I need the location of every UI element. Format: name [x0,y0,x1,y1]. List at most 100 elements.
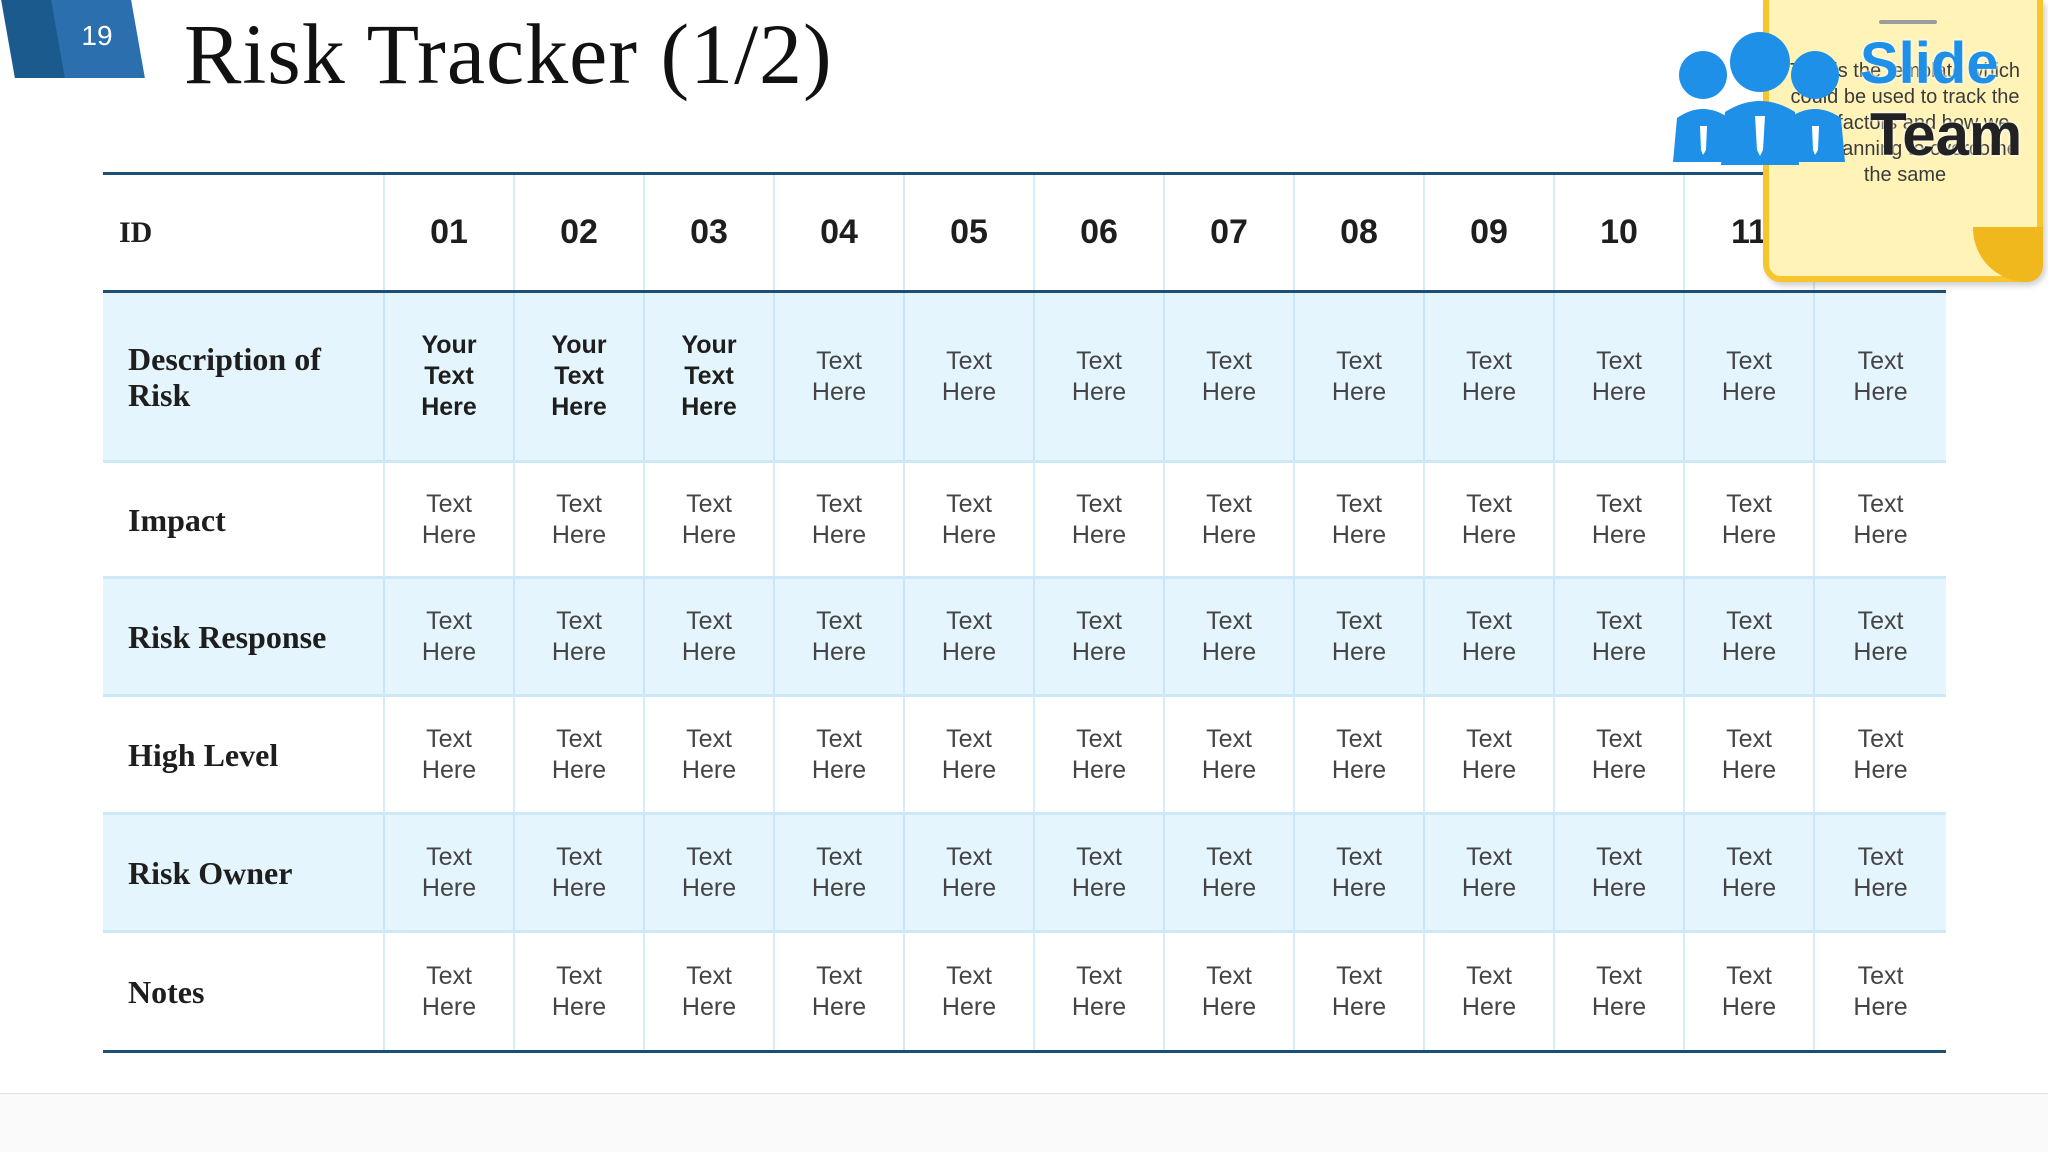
header-col-8: 08 [1293,175,1423,290]
slide-number-tab: 19 [0,0,150,78]
table-cell: Text Here [773,293,903,460]
table-cell: Your Text Here [513,293,643,460]
table-cell: Text Here [1553,697,1683,812]
table-cell: Text Here [773,815,903,930]
table-cell: Text Here [643,815,773,930]
table-header-rule [103,290,1946,293]
table-cell: Text Here [1423,933,1553,1050]
table-cell: Text Here [1553,293,1683,460]
table-cell: Text Here [1683,463,1813,576]
table-cell: Text Here [1423,815,1553,930]
table-cell: Text Here [1423,463,1553,576]
table-cell: Text Here [1813,933,1946,1050]
people-group-icon [1673,32,1845,165]
table-cell: Text Here [643,463,773,576]
row-label: Risk Owner [128,854,293,891]
table-cell: Text Here [1163,697,1293,812]
table-top-rule [103,172,1946,175]
table-cell: Text Here [383,463,513,576]
table-cell: Text Here [513,815,643,930]
row-separator [103,930,1946,933]
table-cell: Text Here [1813,697,1946,812]
logo-word-slide: Slide [1860,31,1999,96]
table-cell: Text Here [773,463,903,576]
slide-number: 19 [81,20,113,51]
row-label: High Level [128,736,279,773]
table-cell: Text Here [1163,293,1293,460]
table-cell: Text Here [1813,293,1946,460]
table-cell: Your Text Here [383,293,513,460]
table-cell: Text Here [1293,579,1423,694]
table-cell: Text Here [1813,579,1946,694]
table-cell: Text Here [1033,463,1163,576]
header-col-6: 06 [1033,175,1163,290]
table-cell: Text Here [383,579,513,694]
table-cell: Text Here [1423,293,1553,460]
table-cell: Text Here [773,933,903,1050]
table-cell: Text Here [773,697,903,812]
table-cell: Text Here [1553,463,1683,576]
table-cell: Text Here [643,579,773,694]
table-cell: Text Here [1033,933,1163,1050]
table-cell: Text Here [383,815,513,930]
table-cell: Text Here [903,815,1033,930]
table-cell: Text Here [1683,933,1813,1050]
header-col-5: 05 [903,175,1033,290]
table-cell: Text Here [1033,579,1163,694]
row-label: Impact [128,501,226,538]
slide-title: Risk Tracker (1/2) [184,6,833,102]
table-cell: Text Here [1033,697,1163,812]
table-cell: Text Here [1163,933,1293,1050]
logo-word-team: Team [1870,101,2023,168]
table-cell: Text Here [1553,815,1683,930]
table-cell: Text Here [643,697,773,812]
below-slide-area [0,1094,2048,1152]
note-curl [1973,227,2043,282]
table-cell: Text Here [513,933,643,1050]
slideteam-logo: Slide Team [1665,30,2025,168]
table-cell: Text Here [513,579,643,694]
header-id-label: ID [119,216,153,249]
sticky-note-text: This is the template which could be used… [1789,60,2021,186]
table-cell: Text Here [383,933,513,1050]
table-cell: Text Here [1683,815,1813,930]
table-cell: Text Here [903,463,1033,576]
table-cell: Text Here [1553,933,1683,1050]
table-cell: Text Here [1423,579,1553,694]
header-col-10: 10 [1553,175,1683,290]
table-cell: Text Here [903,579,1033,694]
row-separator [103,576,1946,579]
table-cell: Your Text Here [643,293,773,460]
header-col-7: 07 [1163,175,1293,290]
table-cell: Text Here [903,293,1033,460]
table-cell: Text Here [1293,463,1423,576]
table-cell: Text Here [383,697,513,812]
footer-divider [0,1093,2048,1094]
table-cell: Text Here [1293,293,1423,460]
table-cell: Text Here [513,463,643,576]
table-cell: Text Here [1813,815,1946,930]
row-separator [103,694,1946,697]
table-cell: Text Here [1163,579,1293,694]
table-cell: Text Here [903,697,1033,812]
table-cell: Text Here [1553,579,1683,694]
header-col-4: 04 [773,175,903,290]
row-label: Notes [128,973,205,1010]
table-cell: Text Here [1033,815,1163,930]
table-cell: Text Here [643,933,773,1050]
row-label: Risk Response [128,618,327,655]
header-col-3: 03 [643,175,773,290]
table-cell: Text Here [1163,815,1293,930]
table-cell: Text Here [1423,697,1553,812]
note-bar [1879,20,1937,24]
table-cell: Text Here [1683,293,1813,460]
table-cell: Text Here [513,697,643,812]
